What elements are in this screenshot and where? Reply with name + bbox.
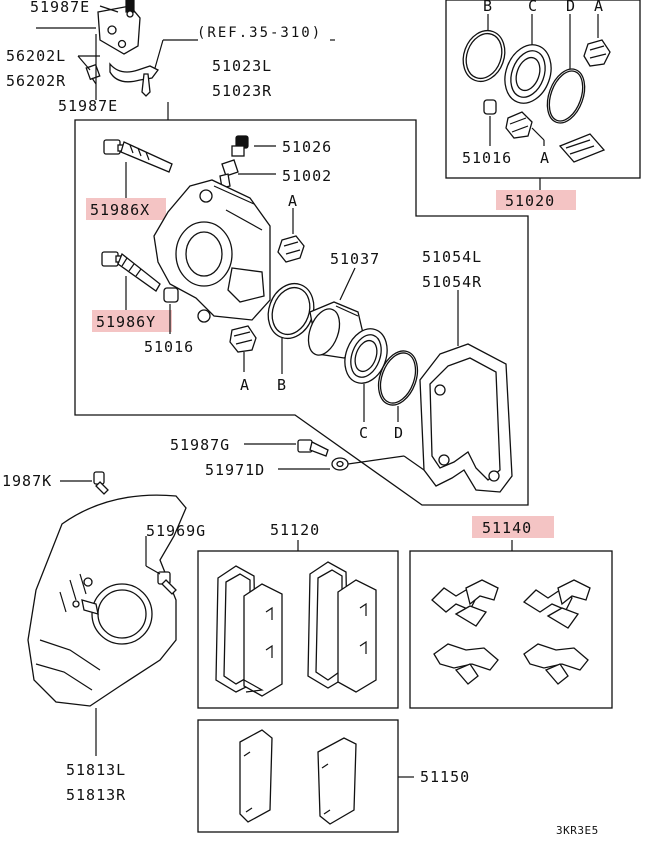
kit-boot-a-top (583, 39, 611, 67)
label-kit-a: A (594, 0, 604, 15)
clip-kit-box (409, 550, 613, 709)
guide-pin-bolt-lower (101, 251, 161, 292)
label-56202r: 56202R (6, 72, 66, 90)
kit-seal-b (462, 29, 506, 83)
label-kit-a2: A (540, 149, 550, 167)
label-51023l: 51023L (212, 57, 272, 75)
label-mid-a-top: A (288, 192, 298, 210)
highlight-51020 (496, 190, 576, 210)
shield-bolt-1987k (93, 471, 109, 495)
pin-boot-a-lower (229, 325, 257, 353)
label-51026: 51026 (282, 138, 332, 156)
label-51986y: 51986Y (96, 313, 156, 331)
label-51987e-bottom: 51987E (58, 97, 118, 115)
label-kit-c: C (528, 0, 538, 15)
seal-kit-box (445, 0, 641, 179)
label-51987g: 51987G (170, 436, 230, 454)
label-51987e-top: 51987E (30, 0, 90, 16)
label-51813r: 51813R (66, 786, 126, 804)
grease-packet (558, 133, 606, 163)
brake-pad-set-right (307, 561, 377, 693)
highlight-51986y (92, 310, 172, 332)
label-51016-kit: 51016 (462, 149, 512, 167)
label-51002: 51002 (282, 167, 332, 185)
kit-sleeve (483, 99, 497, 115)
label-51140: 51140 (482, 519, 532, 537)
label-56202l: 56202L (6, 47, 66, 65)
label-mid-c: C (359, 424, 369, 442)
piston-boot-c (344, 328, 388, 384)
highlight-51140 (472, 516, 554, 538)
piston-seal-b (267, 282, 315, 340)
pin-sleeve (163, 287, 179, 303)
label-1987k: 1987K (2, 472, 52, 490)
label-kit-d: D (566, 0, 576, 15)
boot-ring-d (377, 350, 419, 406)
pad-clips-bottom (433, 643, 589, 685)
label-mid-a-bottom: A (240, 376, 250, 394)
kit-ring-d (546, 68, 586, 124)
label-51971d: 51971D (205, 461, 265, 479)
brake-shim-left (239, 729, 273, 823)
bleeder-cap (231, 135, 249, 157)
pin-boot-a-upper (277, 235, 305, 263)
caliper-group-outline (74, 119, 529, 506)
lock-washer (331, 457, 349, 471)
brake-pad-box (197, 550, 399, 709)
label-51969g: 51969G (146, 522, 206, 540)
label-51054l: 51054L (422, 248, 482, 266)
brake-pad-set-left (215, 565, 283, 697)
label-51016-mid: 51016 (144, 338, 194, 356)
kit-boot-a-lower (505, 111, 533, 139)
figure-code: 3KR3E5 (556, 824, 599, 837)
hose-bracket-assembly (85, 0, 159, 97)
label-51037: 51037 (330, 250, 380, 268)
label-51813l: 51813L (66, 761, 126, 779)
label-mid-b: B (277, 376, 287, 394)
label-51150: 51150 (420, 768, 470, 786)
label-mid-d: D (394, 424, 404, 442)
pad-clips-top (431, 579, 591, 629)
guide-pin-bolt-upper (103, 139, 173, 173)
shim-box (197, 719, 399, 833)
label-ref-35-310: (REF.35-310) (197, 25, 322, 41)
label-51023r: 51023R (212, 82, 272, 100)
caliper-body (153, 179, 271, 323)
label-51986x: 51986X (90, 201, 150, 219)
bleeder-screw (219, 159, 239, 189)
label-51054r: 51054R (422, 273, 482, 291)
highlight-51986x (86, 198, 166, 220)
support-bolt (297, 439, 329, 457)
kit-boot-c (504, 44, 552, 104)
shield-bolt-51969g (157, 571, 177, 595)
brake-shim-right (317, 737, 357, 825)
label-51020: 51020 (505, 192, 555, 210)
label-51120: 51120 (270, 521, 320, 539)
label-kit-b: B (483, 0, 493, 15)
caliper-support (419, 343, 513, 493)
